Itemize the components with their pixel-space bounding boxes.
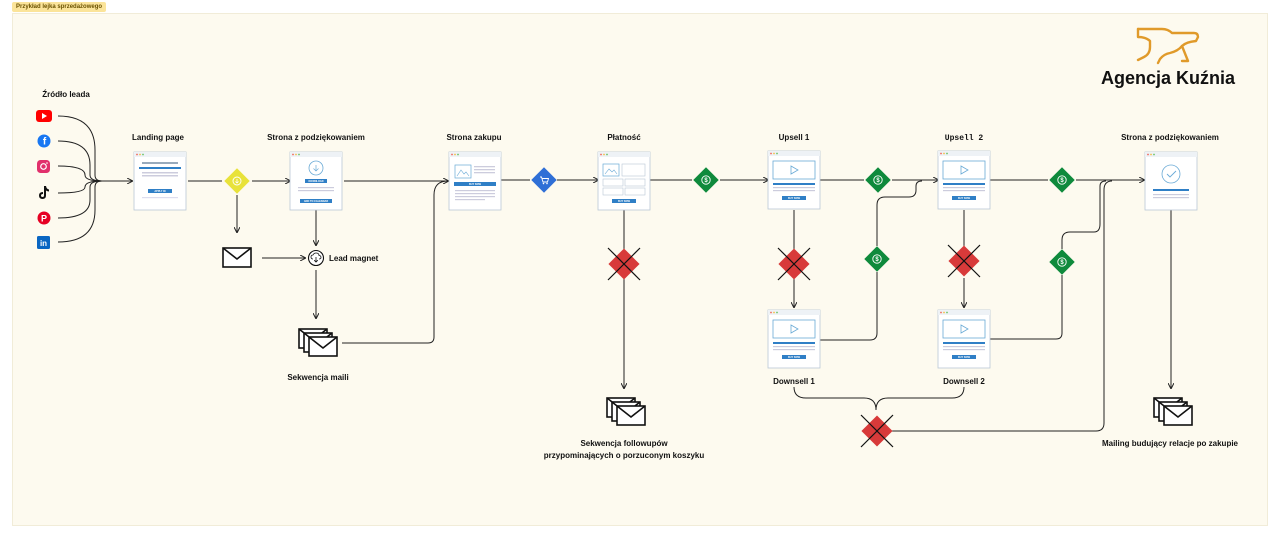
money-icon	[692, 166, 720, 194]
purchase-page-label: Strona zakupu	[446, 133, 501, 142]
mail-icon	[222, 247, 252, 268]
svg-text:in: in	[40, 239, 47, 248]
pinterest-icon: P	[37, 211, 51, 225]
linkedin-icon: in	[37, 236, 50, 249]
thanks-page-label: Strona z podziękowaniem	[267, 133, 365, 142]
mail-sequence-icon	[299, 329, 337, 356]
tiktok-icon	[39, 186, 49, 199]
facebook-icon: f	[37, 134, 51, 148]
svg-text:P: P	[41, 214, 47, 224]
thanks-page-2-label: Strona z podziękowaniem	[1121, 133, 1219, 142]
upsell-2-label: Upsell 2	[945, 134, 984, 143]
payment-page-mockup: BUY NOW	[597, 151, 651, 211]
money-icon	[864, 166, 892, 194]
purchase-page-mockup: BUY NOW	[448, 151, 502, 211]
money-icon	[863, 245, 891, 273]
svg-text:ADD TO CALENDAR: ADD TO CALENDAR	[304, 200, 328, 203]
svg-text:BUY NOW: BUY NOW	[788, 197, 801, 200]
rejected-icon	[947, 244, 981, 278]
rejected-icon	[607, 247, 641, 281]
svg-text:f: f	[43, 137, 47, 148]
payment-page-label: Płatność	[607, 133, 641, 142]
svg-text:BUY NOW: BUY NOW	[958, 197, 971, 200]
followup-label-line2: przypominających o porzuconym koszyku	[544, 451, 705, 460]
post-purchase-mailing-label: Mailing budujący relacje po zakupie	[1102, 439, 1239, 448]
upsell-1-mockup: BUY NOW	[767, 150, 821, 210]
money-icon	[1048, 248, 1076, 276]
frame-title: Przykład lejka sprzedażowego	[12, 2, 107, 12]
upsell-2-mockup: BUY NOW	[937, 150, 991, 210]
money-icon	[1048, 166, 1076, 194]
lead-magnet-label: Lead magnet	[329, 254, 379, 263]
svg-text:BUY NOW: BUY NOW	[618, 200, 631, 203]
downsell-2-label: Downsell 2	[943, 377, 985, 386]
thanks-page-2-mockup	[1144, 151, 1198, 211]
rejected-icon	[860, 414, 894, 448]
thanks-page-mockup: DOWNLOAD ADD TO CALENDAR	[289, 151, 343, 211]
brand-logo-icon	[1136, 27, 1200, 65]
brand-name: Agencja Kuźnia	[1101, 68, 1236, 88]
svg-text:BUY NOW: BUY NOW	[469, 183, 482, 186]
downsell-1-label: Downsell 1	[773, 377, 815, 386]
instagram-icon	[37, 160, 50, 173]
svg-text:APPLY IN: APPLY IN	[154, 190, 165, 193]
downsell-2-mockup: BUY NOW	[937, 309, 991, 369]
youtube-icon	[36, 110, 52, 122]
rejected-icon	[777, 247, 811, 281]
downsell-1-mockup: BUY NOW	[767, 309, 821, 369]
followup-mail-icon	[607, 398, 645, 425]
followup-label-line1: Sekwencja followupów	[580, 439, 668, 448]
mail-sequence-label: Sekwencja maili	[287, 373, 348, 382]
download-icon	[307, 249, 325, 267]
landing-page-label: Landing page	[132, 133, 185, 142]
upsell-1-label: Upsell 1	[779, 133, 810, 142]
svg-text:BUY NOW: BUY NOW	[788, 356, 801, 359]
svg-text:BUY NOW: BUY NOW	[958, 356, 971, 359]
lead-magnet-diamond-icon	[224, 168, 250, 194]
svg-text:DOWNLOAD: DOWNLOAD	[309, 180, 324, 183]
lead-source-title: Źródło leada	[42, 90, 90, 99]
post-purchase-mail-icon	[1154, 398, 1192, 425]
cart-diamond-icon	[531, 167, 557, 193]
connectors	[57, 115, 1171, 432]
landing-page-mockup: APPLY IN	[133, 151, 187, 211]
